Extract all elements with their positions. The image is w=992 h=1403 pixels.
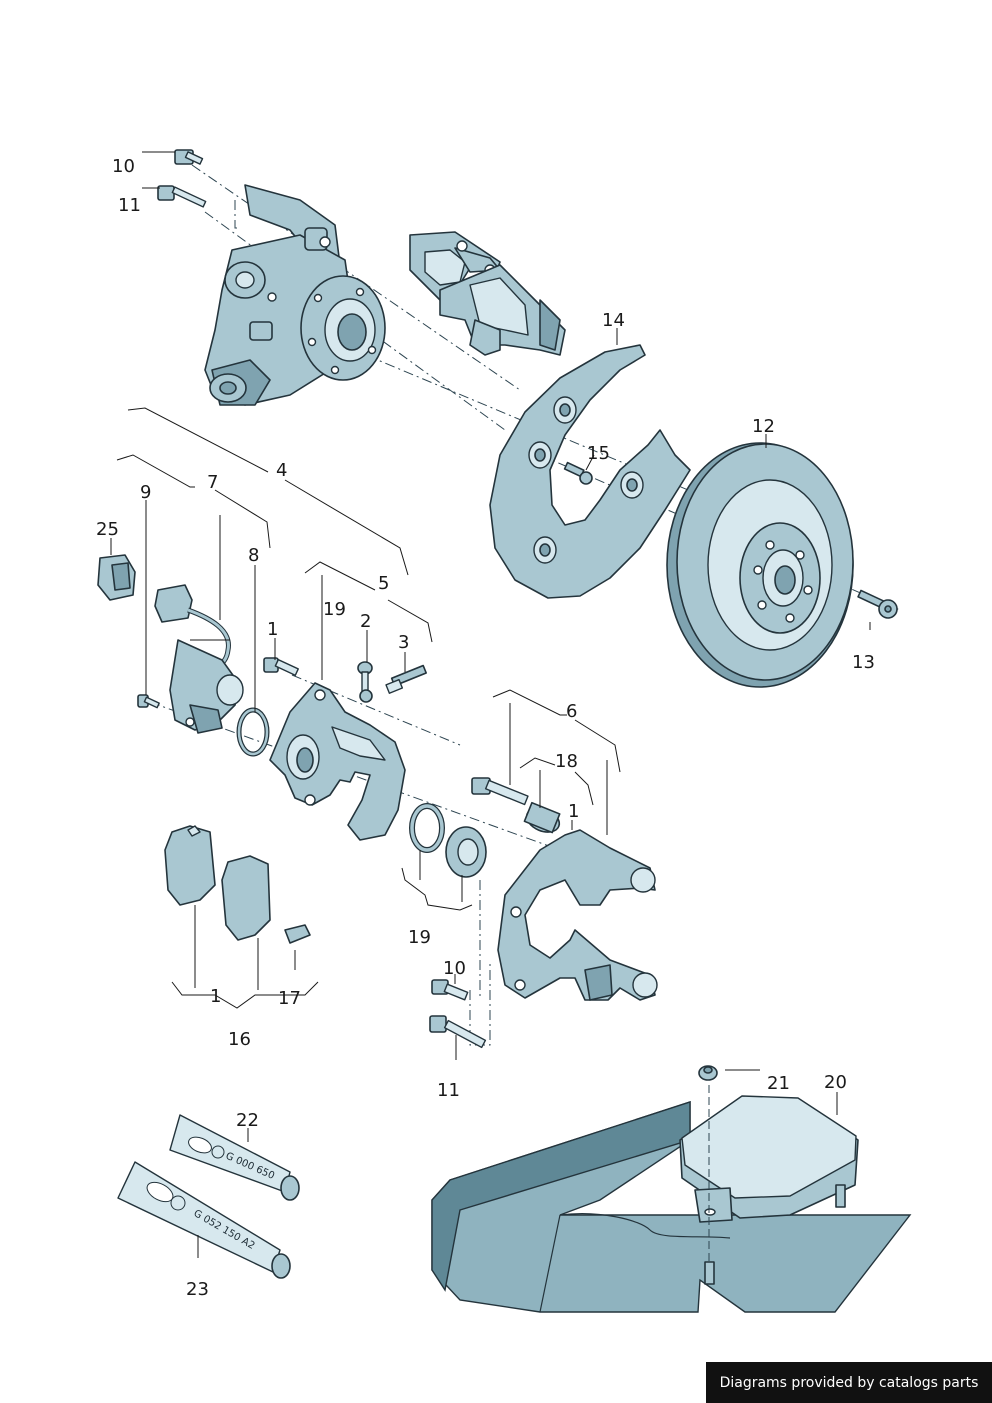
attribution-badge: Diagrams provided by catalogs parts	[706, 1362, 992, 1403]
nut-21	[698, 1065, 718, 1081]
label-21: 21	[767, 1073, 790, 1094]
brake-disc	[666, 442, 854, 688]
label-14: 14	[602, 310, 625, 331]
label-10-lower: 10	[443, 958, 466, 979]
screw-13	[857, 589, 898, 619]
servo-motor	[154, 584, 244, 734]
guide-pin	[471, 777, 529, 806]
label-3: 3	[398, 632, 409, 653]
label-20: 20	[824, 1072, 847, 1093]
floor-panel	[431, 1101, 912, 1313]
attribution-text: Diagrams provided by catalogs parts	[719, 1374, 979, 1391]
bleed-valve-3	[385, 664, 427, 694]
leader-lines	[110, 151, 871, 1258]
caliper-carrier	[497, 829, 658, 1001]
label-15: 15	[587, 443, 610, 464]
dust-boot	[445, 826, 487, 878]
brake-pad-inner	[221, 855, 271, 941]
label-19-top: 19	[323, 599, 346, 620]
wheel-bearing-housing	[204, 184, 386, 406]
label-23: 23	[186, 1279, 209, 1300]
brake-caliper-assembly	[409, 231, 566, 356]
bolt-1-housing	[263, 657, 299, 676]
caliper-housing	[269, 682, 406, 841]
screw-15	[563, 461, 593, 485]
callout-labels: 10 11 14 12 15 4 7 9 25 8 5 19 2 1 3 13 …	[96, 156, 875, 1300]
label-11-top: 11	[118, 195, 141, 216]
bolt-10-lower	[431, 979, 469, 1001]
stud-bolts	[704, 1085, 846, 1285]
grease-tube-22: G 000 650	[169, 1114, 300, 1201]
bolt-11-top	[157, 185, 207, 208]
label-10-top: 10	[112, 156, 135, 177]
label-18: 18	[555, 751, 578, 772]
pad-spring-17	[284, 924, 311, 944]
label-1-bolt: 1	[267, 619, 278, 640]
label-5: 5	[378, 573, 389, 594]
label-11-lower: 11	[437, 1080, 460, 1101]
brake-pad-outer	[164, 825, 216, 906]
label-7: 7	[207, 472, 218, 493]
connector-25	[97, 554, 136, 601]
piston-seal	[409, 803, 445, 853]
bolt-11-lower	[429, 1015, 487, 1049]
screw-9	[137, 694, 160, 709]
label-17: 17	[278, 988, 301, 1009]
label-1-pad: 1	[210, 986, 221, 1007]
label-6: 6	[566, 701, 577, 722]
label-13: 13	[852, 652, 875, 673]
label-8: 8	[248, 545, 259, 566]
bolt-10-top	[174, 149, 204, 165]
label-22: 22	[236, 1110, 259, 1131]
label-1-bush: 1	[568, 801, 579, 822]
o-ring	[236, 707, 270, 757]
label-2: 2	[360, 611, 371, 632]
label-12: 12	[752, 416, 775, 437]
bleed-screw-2	[357, 661, 373, 703]
label-25: 25	[96, 519, 119, 540]
label-4: 4	[276, 460, 287, 481]
label-16: 16	[228, 1029, 251, 1050]
label-19-lower: 19	[408, 927, 431, 948]
control-unit	[679, 1095, 859, 1223]
label-9: 9	[140, 482, 151, 503]
guide-bush	[523, 801, 561, 834]
brake-backing-plate	[489, 344, 691, 599]
